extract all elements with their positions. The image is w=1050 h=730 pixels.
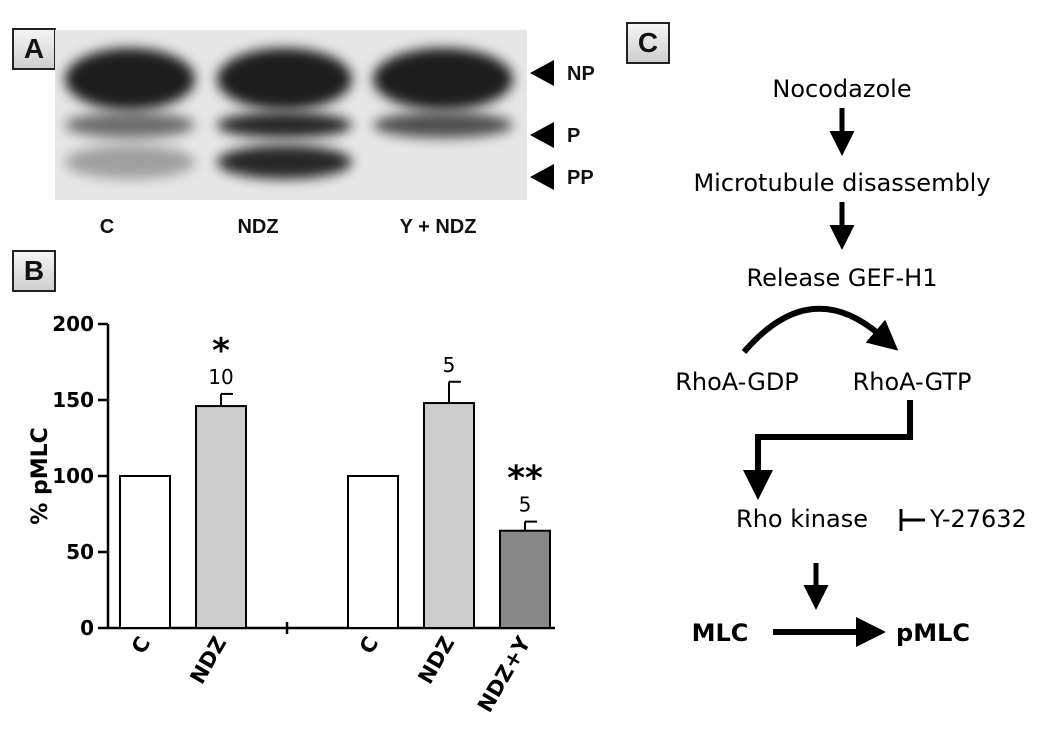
n-label-4: 5: [443, 353, 456, 377]
gdp-gtp-arrow-icon: [741, 305, 899, 354]
mlc-label: MLC: [692, 619, 749, 647]
lane-label-c: C: [99, 216, 115, 238]
lane-label-ndz: NDZ: [237, 216, 279, 238]
bar-1: [119, 475, 171, 629]
panel-label-a: A: [12, 28, 56, 70]
band-p-lane-2: [217, 112, 352, 138]
y-tick-label: 200: [52, 312, 94, 336]
rhoa-gtp-label: RhoA-GTP: [853, 368, 972, 396]
microtubule-label: Microtubule disassembly: [693, 169, 990, 197]
rho-kinase-label: Rho kinase: [736, 505, 868, 533]
gtp-kinase-arrow-icon: [743, 400, 913, 500]
nocodazole-label: Nocodazole: [772, 75, 911, 103]
panel-label-b: B: [12, 250, 56, 292]
western-blot: [55, 30, 527, 200]
y-tick-label: 50: [66, 540, 94, 564]
band-label-p: P: [567, 125, 581, 147]
bar-3: [347, 475, 399, 629]
panel-label-c: C: [626, 22, 670, 64]
significance-label-2: *: [212, 331, 230, 371]
p-arrow-icon: [530, 122, 554, 148]
band-np-lane-1: [65, 48, 195, 110]
bar-4: [423, 402, 475, 630]
release-label: Release GEF-H1: [747, 264, 938, 292]
band-label-np: NP: [567, 63, 595, 85]
significance-label-5: **: [507, 459, 543, 499]
y-tick-label: 150: [52, 388, 94, 412]
band-pp-lane-1: [65, 145, 195, 179]
rhoa-gdp-label: RhoA-GDP: [675, 368, 799, 396]
pmlc-label: pMLC: [896, 619, 970, 647]
np-arrow-icon: [530, 60, 554, 86]
band-label-pp: PP: [567, 167, 594, 189]
pp-arrow-icon: [530, 164, 554, 190]
band-p-lane-1: [65, 112, 195, 138]
lane-label-y-ndz: Y + NDZ: [399, 216, 477, 238]
n-label-2: 10: [208, 365, 233, 389]
bar-2: [195, 405, 247, 629]
inhibitor-label: Y-27632: [929, 505, 1027, 533]
n-label-5: 5: [519, 493, 532, 517]
y-tick-label: 100: [52, 464, 94, 488]
band-np-lane-2: [217, 48, 352, 110]
y-tick-label: 0: [80, 616, 94, 640]
bar-5: [499, 529, 551, 629]
band-pp-lane-2: [217, 145, 352, 179]
band-np-lane-3: [373, 48, 513, 110]
band-p-lane-3: [373, 112, 513, 138]
y-axis-label: % pMLC: [28, 427, 53, 525]
